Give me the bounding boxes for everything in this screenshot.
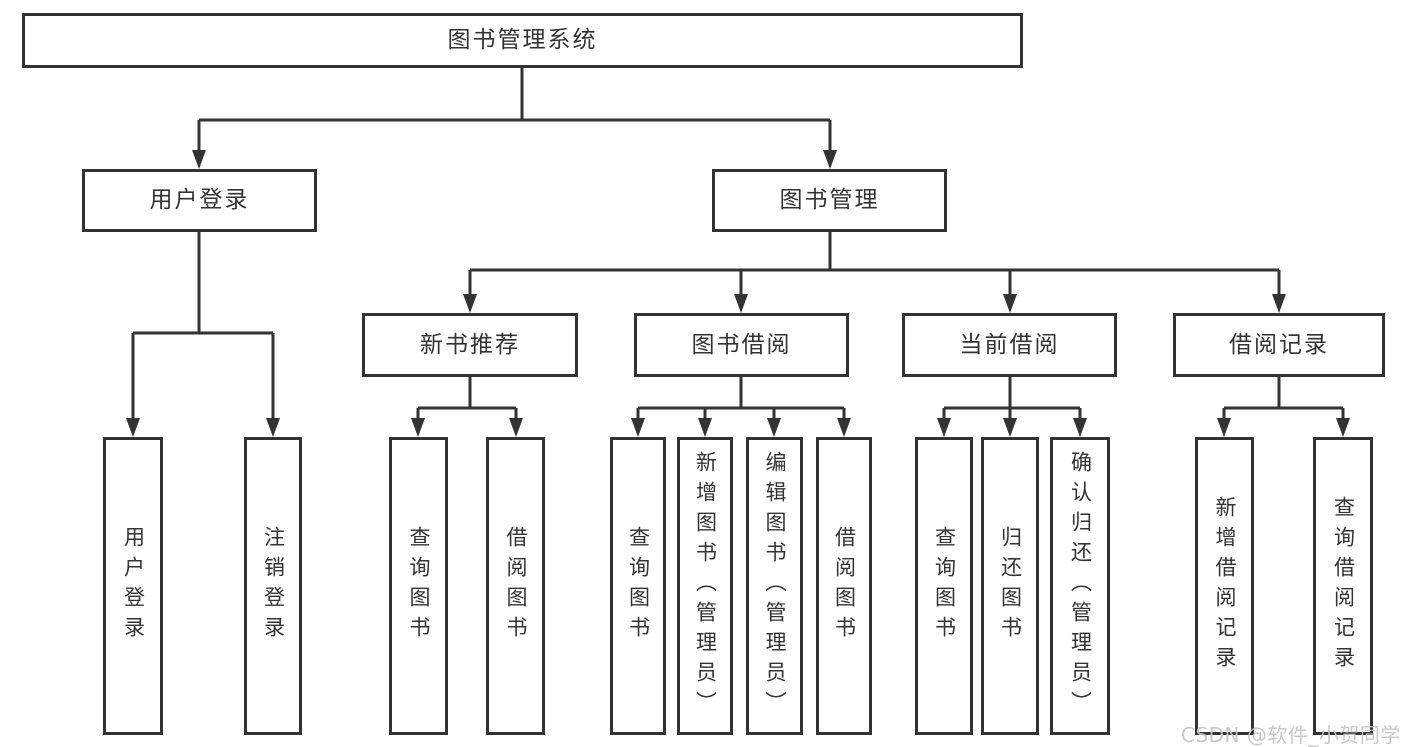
leaf-current-return-books: 归还图书 xyxy=(981,437,1039,735)
csdn-watermark: CSDN @软件_小贺同学 xyxy=(1181,723,1401,747)
arrowheads xyxy=(126,150,1350,437)
leaf-current-query-books: 查询图书 xyxy=(915,437,973,735)
node-label: 查询图书 xyxy=(626,526,651,646)
arrowhead xyxy=(734,294,748,313)
node-label: 查询借阅记录 xyxy=(1331,496,1356,676)
leaf-borrowing-query-books: 查询图书 xyxy=(610,437,666,735)
node-label: 新增图书（管理员） xyxy=(693,451,718,721)
arrowhead xyxy=(1217,418,1231,437)
arrowhead xyxy=(1003,418,1017,437)
arrowhead xyxy=(1336,418,1350,437)
node-borrowing-records: 借阅记录 xyxy=(1173,313,1385,377)
arrowhead xyxy=(698,418,712,437)
node-book-management: 图书管理 xyxy=(712,169,947,232)
node-book-borrowing: 图书借阅 xyxy=(634,313,849,377)
node-label: 用户登录 xyxy=(121,526,146,646)
connector-path xyxy=(131,68,1345,433)
node-label: 当前借阅 xyxy=(959,331,1060,358)
node-library-management-system: 图书管理系统 xyxy=(22,13,1023,68)
arrowhead xyxy=(767,418,781,437)
node-label: 借阅图书 xyxy=(504,526,528,646)
arrowhead xyxy=(1272,294,1286,313)
arrowhead xyxy=(1003,294,1017,313)
arrowhead xyxy=(937,418,951,437)
leaf-records-query-borrow-record: 查询借阅记录 xyxy=(1313,437,1373,735)
arrowhead xyxy=(126,418,140,437)
node-user-login: 用户登录 xyxy=(82,169,317,232)
node-label: 用户登录 xyxy=(149,187,250,213)
leaf-newbook-borrow-books: 借阅图书 xyxy=(486,437,545,735)
node-label: 注销登录 xyxy=(261,526,286,646)
node-label: 查询图书 xyxy=(932,526,957,646)
node-label: 图书管理 xyxy=(779,187,880,213)
node-label: 新书推荐 xyxy=(420,331,520,358)
node-label: 新增借阅记录 xyxy=(1213,496,1237,676)
arrowhead xyxy=(509,418,523,437)
leaf-user-login: 用户登录 xyxy=(103,437,163,735)
arrowhead xyxy=(411,418,425,437)
arrowhead xyxy=(631,418,645,437)
node-label: 图书管理系统 xyxy=(447,27,598,53)
node-label: 查询图书 xyxy=(407,526,431,646)
arrowhead xyxy=(823,150,837,169)
node-label: 图书借阅 xyxy=(691,331,792,358)
node-label: 归还图书 xyxy=(998,526,1023,646)
node-label: 借阅图书 xyxy=(832,526,857,646)
leaf-borrowing-edit-books-admin: 编辑图书（管理员） xyxy=(746,437,803,735)
leaf-newbook-query-books: 查询图书 xyxy=(389,437,448,735)
node-current-borrowing: 当前借阅 xyxy=(902,313,1117,377)
node-label: 编辑图书（管理员） xyxy=(763,451,787,721)
arrowhead xyxy=(1073,418,1087,437)
node-label: 借阅记录 xyxy=(1229,331,1329,358)
arrowhead xyxy=(192,150,206,169)
arrowhead xyxy=(837,418,851,437)
leaf-borrowing-add-books-admin: 新增图书（管理员） xyxy=(677,437,733,735)
leaf-borrowing-borrow-books: 借阅图书 xyxy=(816,437,872,735)
node-label: 确认归还（管理员） xyxy=(1068,451,1093,721)
leaf-current-confirm-return-admin: 确认归还（管理员） xyxy=(1050,437,1110,735)
leaf-records-add-borrow-record: 新增借阅记录 xyxy=(1195,437,1254,735)
arrowhead xyxy=(463,294,477,313)
arrowhead xyxy=(266,418,280,437)
leaf-logout: 注销登录 xyxy=(244,437,302,735)
node-new-book-recommendation: 新书推荐 xyxy=(362,313,578,377)
